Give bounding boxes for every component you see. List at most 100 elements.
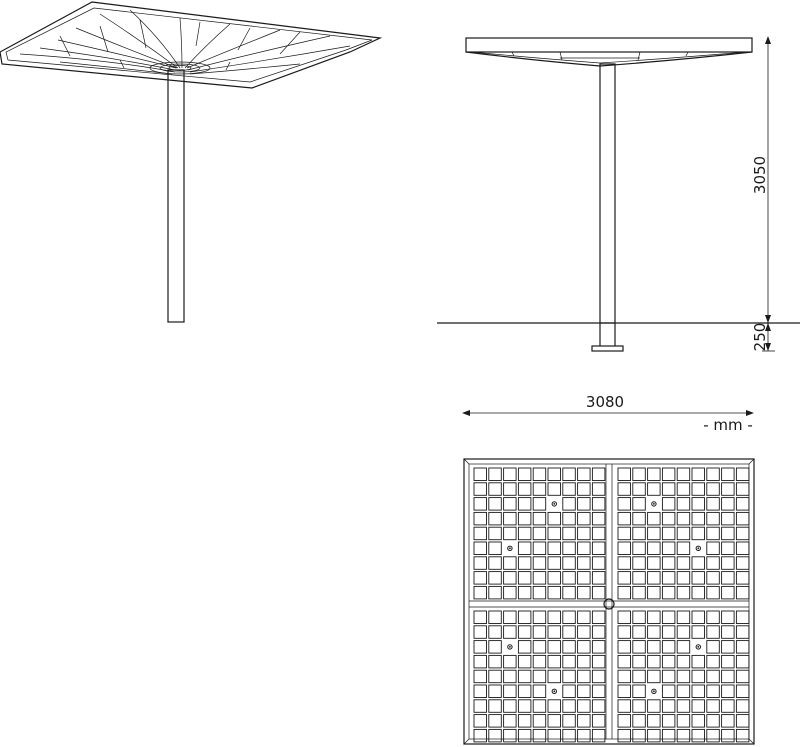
roof-tile bbox=[661, 669, 676, 684]
roof-tile bbox=[517, 467, 532, 481]
roof-tile bbox=[661, 556, 676, 570]
roof-tile bbox=[503, 669, 517, 684]
roof-tile bbox=[676, 541, 691, 555]
roof-tile bbox=[547, 511, 561, 526]
roof-tile bbox=[562, 556, 576, 570]
roof-tile bbox=[706, 467, 720, 481]
roof-tile bbox=[735, 654, 750, 669]
roof-tile bbox=[676, 714, 691, 728]
mounting-point-center bbox=[509, 547, 511, 550]
roof-tile bbox=[473, 625, 487, 639]
roof-tile bbox=[547, 482, 561, 496]
roof-tile bbox=[488, 497, 502, 511]
roof-tile bbox=[562, 640, 576, 654]
roof-tile bbox=[721, 585, 735, 600]
mounting-point bbox=[551, 688, 557, 694]
roof-tile bbox=[591, 526, 606, 541]
roof-tile bbox=[721, 714, 735, 728]
roof-tile bbox=[632, 497, 646, 511]
roof-tile bbox=[706, 640, 720, 654]
roof-tile bbox=[617, 511, 631, 526]
roof-tile bbox=[735, 511, 750, 526]
roof-tile bbox=[661, 467, 676, 481]
roof-tile bbox=[706, 482, 720, 496]
roof-tile bbox=[647, 714, 661, 728]
mounting-point-center bbox=[697, 547, 700, 550]
roof-tile bbox=[591, 625, 606, 639]
roof-tile bbox=[547, 669, 561, 684]
roof-tile bbox=[591, 467, 606, 481]
roof-tile bbox=[488, 684, 502, 698]
roof-tile bbox=[676, 610, 691, 624]
roof-tile bbox=[735, 556, 750, 570]
roof-tile bbox=[676, 728, 691, 743]
roof-tile bbox=[547, 467, 561, 481]
roof-tile bbox=[532, 511, 547, 526]
roof-tile bbox=[591, 654, 606, 669]
roof-tile bbox=[647, 640, 661, 654]
roof-tile bbox=[517, 699, 532, 713]
roof-tile bbox=[706, 669, 720, 684]
mounting-point-center bbox=[653, 503, 655, 505]
roof-tile bbox=[617, 699, 631, 713]
roof-tile bbox=[617, 669, 631, 684]
roof-tile bbox=[473, 467, 487, 481]
roof-tile bbox=[735, 467, 750, 481]
roof-tile bbox=[721, 571, 735, 585]
roof-tile bbox=[632, 482, 646, 496]
roof-tile bbox=[473, 684, 487, 698]
roof-tile bbox=[647, 610, 661, 624]
mounting-point-center bbox=[553, 690, 556, 693]
roof-tile bbox=[691, 585, 705, 600]
roof-tile bbox=[735, 684, 750, 698]
roof-tile bbox=[503, 526, 517, 541]
roof-tile bbox=[706, 625, 720, 639]
roof-tile bbox=[503, 556, 517, 570]
perspective-canopy bbox=[0, 1, 383, 89]
roof-tile bbox=[676, 497, 691, 511]
roof-tile bbox=[517, 625, 532, 639]
mounting-point bbox=[651, 501, 657, 507]
roof-tile bbox=[706, 541, 720, 555]
roof-tile bbox=[488, 714, 502, 728]
roof-tile bbox=[706, 610, 720, 624]
roof-tile bbox=[562, 610, 576, 624]
roof-tile bbox=[577, 640, 591, 654]
roof-tile bbox=[735, 625, 750, 639]
roof-tile bbox=[735, 541, 750, 555]
plan-panels bbox=[473, 467, 750, 743]
roof-tile bbox=[676, 526, 691, 541]
roof-tile bbox=[721, 728, 735, 743]
roof-tile bbox=[591, 669, 606, 684]
roof-tile bbox=[488, 571, 502, 585]
mounting-point-center bbox=[509, 646, 511, 648]
roof-tile bbox=[577, 556, 591, 570]
roof-tile bbox=[488, 467, 502, 481]
roof-tile bbox=[473, 699, 487, 713]
roof-tile bbox=[591, 699, 606, 713]
roof-tile bbox=[532, 482, 547, 496]
roof-tile bbox=[503, 467, 517, 481]
roof-tile bbox=[473, 714, 487, 728]
roof-tile bbox=[735, 526, 750, 541]
mounting-point-center bbox=[553, 503, 556, 505]
roof-tile bbox=[735, 497, 750, 511]
roof-tile bbox=[735, 571, 750, 585]
roof-tile bbox=[647, 526, 661, 541]
mounting-point-center bbox=[653, 690, 655, 693]
roof-tile bbox=[562, 541, 576, 555]
roof-tile bbox=[577, 511, 591, 526]
roof-tile bbox=[517, 541, 532, 555]
roof-tile bbox=[676, 585, 691, 600]
roof-tile bbox=[591, 714, 606, 728]
elevation-canopy bbox=[465, 37, 753, 67]
roof-tile bbox=[706, 511, 720, 526]
roof-tile bbox=[532, 728, 547, 743]
roof-tile bbox=[647, 571, 661, 585]
roof-tile bbox=[473, 526, 487, 541]
roof-tile bbox=[547, 585, 561, 600]
roof-tile bbox=[647, 585, 661, 600]
roof-tile bbox=[488, 585, 502, 600]
roof-tile bbox=[547, 714, 561, 728]
